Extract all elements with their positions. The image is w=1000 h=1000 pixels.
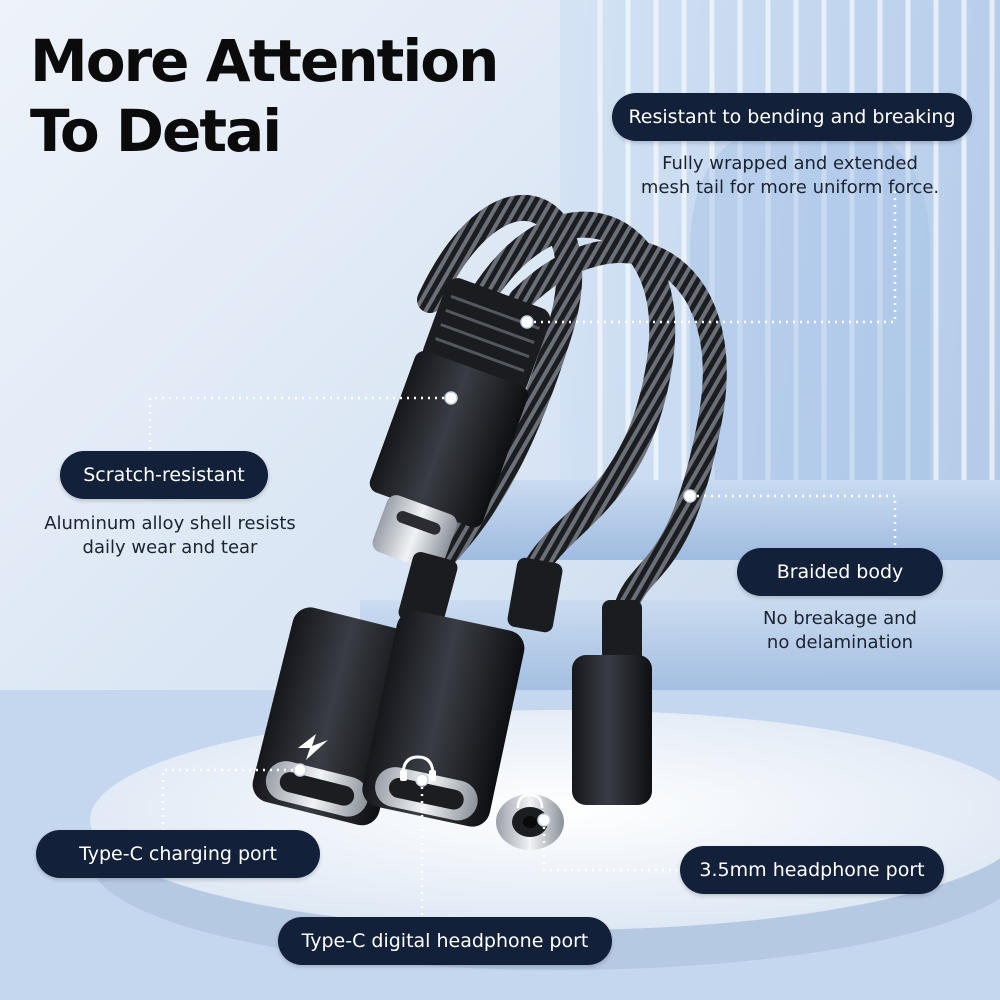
audio-jack-housing — [496, 655, 652, 850]
resistant-description: Fully wrapped and extended mesh tail for… — [615, 152, 965, 200]
headline-line-1: More Attention — [30, 27, 499, 95]
braided-title: Braided body — [776, 561, 904, 583]
braided-title-pill: Braided body — [737, 548, 943, 596]
scratch-desc-line-1: Aluminum alloy shell resists — [44, 513, 296, 534]
resistant-desc-line-2: mesh tail for more uniform force. — [640, 177, 940, 198]
strain-reliefs — [398, 552, 642, 670]
lightning-icon — [298, 734, 328, 760]
braided-desc-line-2: no delamination — [766, 632, 914, 653]
headphone-35-label: 3.5mm headphone port — [699, 859, 925, 881]
headphone-35-pill: 3.5mm headphone port — [680, 846, 944, 894]
step-upper — [440, 480, 1000, 560]
headline-line-2: To Detai — [30, 97, 282, 165]
digital-port-pill: Type-C digital headphone port — [278, 917, 612, 965]
headline: More Attention To Detai — [30, 26, 499, 166]
ribbed-wall — [597, 0, 995, 480]
arch — [690, 120, 930, 480]
scratch-description: Aluminum alloy shell resists daily wear … — [20, 512, 320, 560]
charging-port-label: Type-C charging port — [79, 843, 277, 865]
resistant-title: Resistant to bending and breaking — [628, 106, 956, 128]
leader-dots — [293, 315, 697, 827]
charging-port-pill: Type-C charging port — [36, 830, 320, 878]
resistant-title-pill: Resistant to bending and breaking — [612, 93, 972, 141]
resistant-desc-line-1: Fully wrapped and extended — [662, 153, 918, 174]
scratch-desc-line-2: daily wear and tear — [82, 537, 258, 558]
leader-lines — [148, 190, 897, 915]
digital-port-label: Type-C digital headphone port — [301, 930, 589, 952]
scratch-title-pill: Scratch-resistant — [60, 451, 268, 499]
usb-c-plug — [369, 278, 551, 572]
jack-headphone-icon — [516, 793, 544, 809]
braided-desc-line-1: No breakage and — [763, 608, 917, 629]
braided-description: No breakage and no delamination — [730, 607, 950, 655]
headphone-icon — [400, 755, 436, 781]
scratch-title: Scratch-resistant — [83, 464, 245, 486]
